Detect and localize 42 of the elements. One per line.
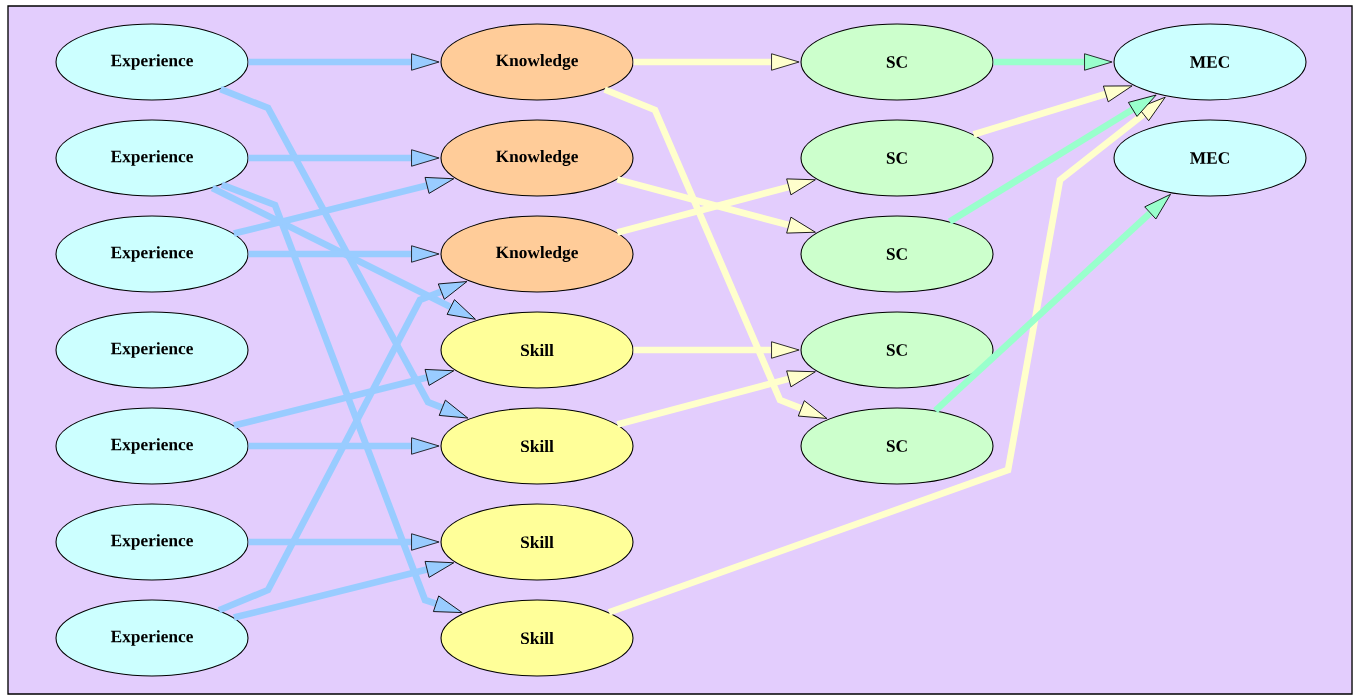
arrow	[210, 185, 476, 320]
ellipse-node: Skill	[440, 599, 634, 677]
arrow	[933, 193, 1171, 414]
arrow	[248, 245, 440, 263]
arrow	[607, 96, 1166, 616]
arrow	[248, 149, 440, 167]
ellipse-node: Experience	[55, 311, 249, 389]
arrow	[233, 561, 455, 621]
ellipse-node: Experience	[55, 503, 249, 581]
ellipse-node: SC	[800, 119, 994, 197]
ellipse-node: SC	[800, 215, 994, 293]
ellipse-node: Knowledge	[440, 119, 634, 197]
arrow	[603, 86, 828, 419]
ellipse-node: Experience	[55, 407, 249, 485]
ellipse-node: MEC	[1113, 119, 1307, 197]
arrow	[233, 369, 455, 429]
arrow	[616, 370, 816, 428]
ellipse-node: SC	[800, 23, 994, 101]
arrow	[248, 533, 440, 551]
ellipse-node: Skill	[440, 407, 634, 485]
arrow	[248, 53, 440, 71]
ellipse-node: Experience	[55, 119, 249, 197]
ellipse-node: SC	[800, 311, 994, 389]
ellipse-node: Skill	[440, 311, 634, 389]
ellipse-node: Experience	[55, 23, 249, 101]
arrow	[633, 53, 800, 71]
arrow	[972, 85, 1133, 138]
arrow	[993, 53, 1113, 71]
arrow	[633, 341, 800, 359]
arrow	[219, 86, 469, 419]
ellipse-node: Knowledge	[440, 23, 634, 101]
ellipse-node: Skill	[440, 503, 634, 581]
arrow	[248, 437, 440, 455]
ellipse-node: SC	[800, 407, 994, 485]
ellipse-node: MEC	[1113, 23, 1307, 101]
ellipse-node: Experience	[55, 215, 249, 293]
arrow	[217, 281, 468, 614]
arrow	[233, 177, 455, 237]
ellipse-node: Experience	[55, 599, 249, 677]
ellipse-node: Knowledge	[440, 215, 634, 293]
arrow	[220, 181, 463, 613]
arrow	[947, 94, 1157, 225]
